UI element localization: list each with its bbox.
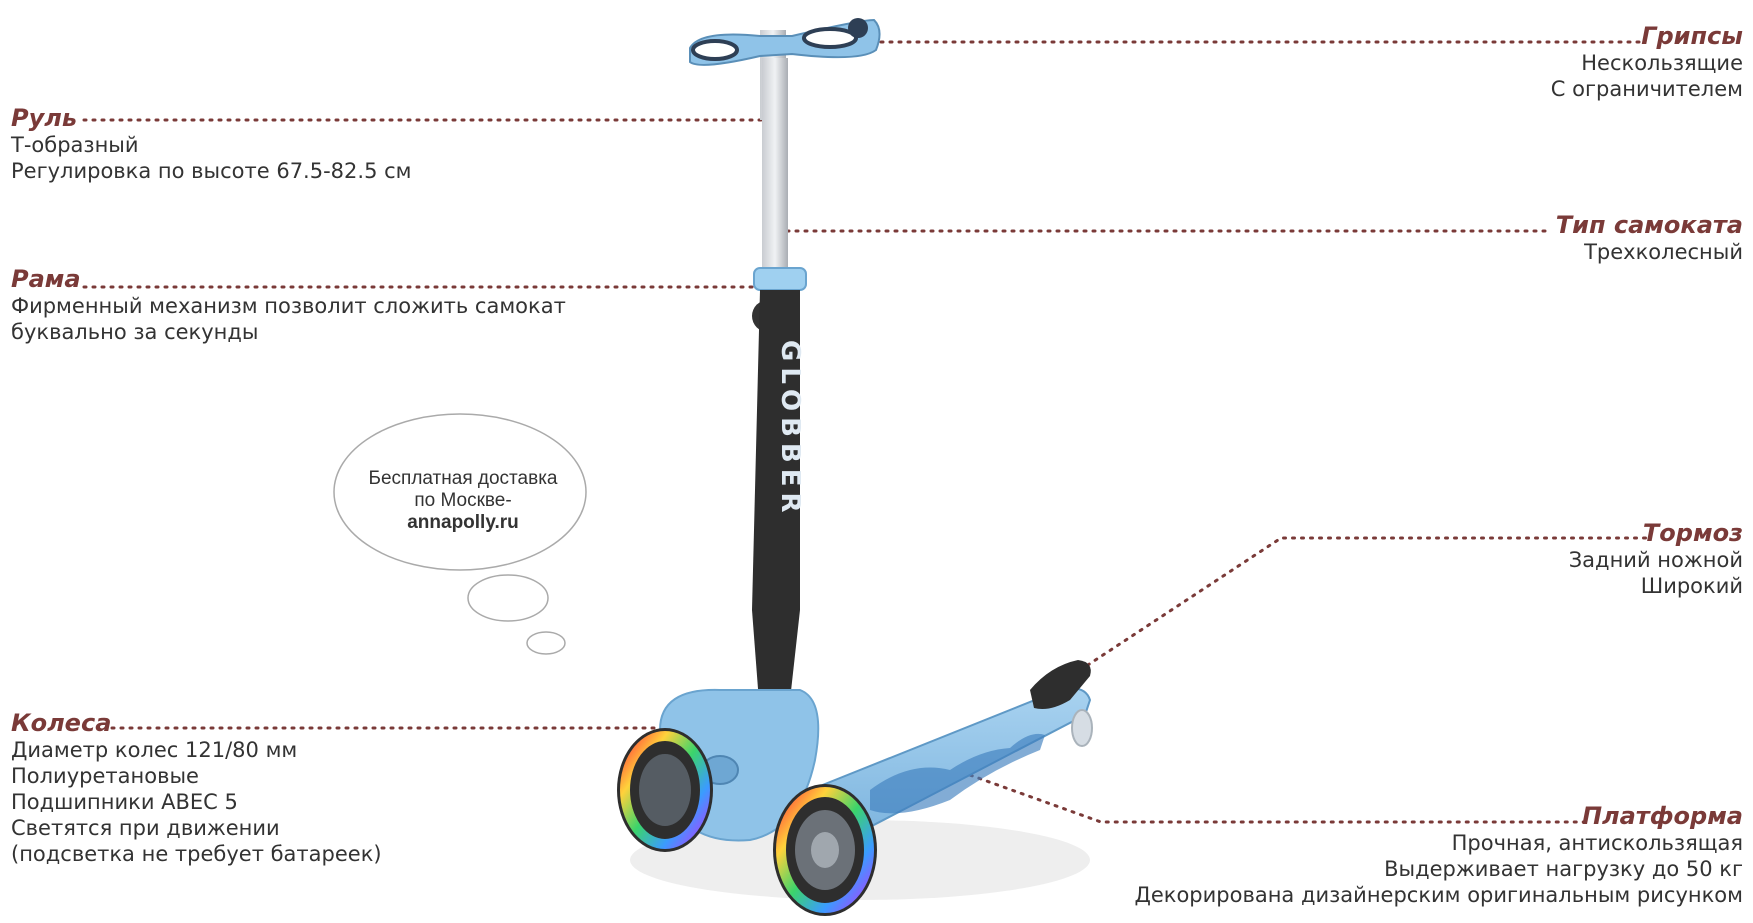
platform-line: Прочная, антискользящая	[1451, 831, 1743, 855]
wheels-line: Диаметр колес 121/80 мм	[11, 738, 298, 762]
wheels-line: Подшипники ABEC 5	[11, 790, 238, 814]
rear-brake	[1030, 660, 1091, 709]
stem-clamp	[753, 267, 807, 291]
delivery-bubble-text: Бесплатная доставка по Москве- annapolly…	[333, 468, 593, 534]
frame-title: Рама	[11, 265, 81, 293]
leader-lines	[82, 40, 1650, 824]
callout-grips: Грипсы Нескользящие С ограничителем	[1551, 22, 1743, 102]
bubble-line: Бесплатная доставка	[368, 468, 558, 489]
speech-bubble	[333, 413, 587, 655]
callout-wheels: Колеса Диаметр колес 121/80 мм Полиурета…	[11, 709, 382, 867]
grips-line: С ограничителем	[1550, 77, 1743, 101]
grips-line: Нескользящие	[1581, 51, 1743, 75]
wheels-line: Полиуретановые	[11, 764, 199, 788]
callout-handlebar: Руль Т-образный Регулировка по высоте 67…	[11, 104, 412, 184]
bubble-site: annapolly.ru	[407, 512, 519, 533]
upper-stem	[762, 58, 788, 278]
wheels-line: Светятся при движении	[11, 816, 280, 840]
frame-line: Фирменный механизм позволит сложить само…	[11, 294, 566, 318]
lower-stem	[752, 290, 800, 715]
scooter-type-title: Тип самоката	[1555, 211, 1743, 239]
front-left-wheel	[617, 728, 713, 852]
callout-frame: Рама Фирменный механизм позволит сложить…	[11, 265, 566, 345]
bubble-line: по Москве-	[414, 490, 512, 511]
brake-title: Тормоз	[1642, 519, 1743, 547]
frame-line: буквально за секунды	[11, 320, 259, 344]
front-right-wheel	[773, 784, 877, 916]
platform-line: Декорирована дизайнерским оригинальным р…	[1134, 883, 1743, 907]
platform-title: Платформа	[1581, 802, 1743, 830]
handlebar-line: Регулировка по высоте 67.5-82.5 см	[11, 159, 412, 183]
brake-line: Задний ножной	[1568, 548, 1743, 572]
brake-line: Широкий	[1640, 574, 1743, 598]
callout-platform: Платформа Прочная, антискользящая Выдерж…	[1134, 802, 1743, 908]
grips-title: Грипсы	[1641, 22, 1743, 50]
platform-line: Выдерживает нагрузку до 50 кг	[1384, 857, 1743, 881]
callout-scooter-type: Тип самоката Трехколесный	[1556, 211, 1743, 265]
svg-text:GLOBBER: GLOBBER	[775, 340, 805, 519]
leader-dots	[666, 36, 1064, 765]
handlebar-line: Т-образный	[11, 133, 139, 157]
wheels-line: (подсветка не требует батареек)	[11, 842, 382, 866]
callout-brake: Тормоз Задний ножной Широкий	[1569, 519, 1743, 599]
wheels-title: Колеса	[11, 709, 112, 737]
handlebar-title: Руль	[11, 104, 77, 132]
scooter-type-line: Трехколесный	[1584, 240, 1743, 264]
